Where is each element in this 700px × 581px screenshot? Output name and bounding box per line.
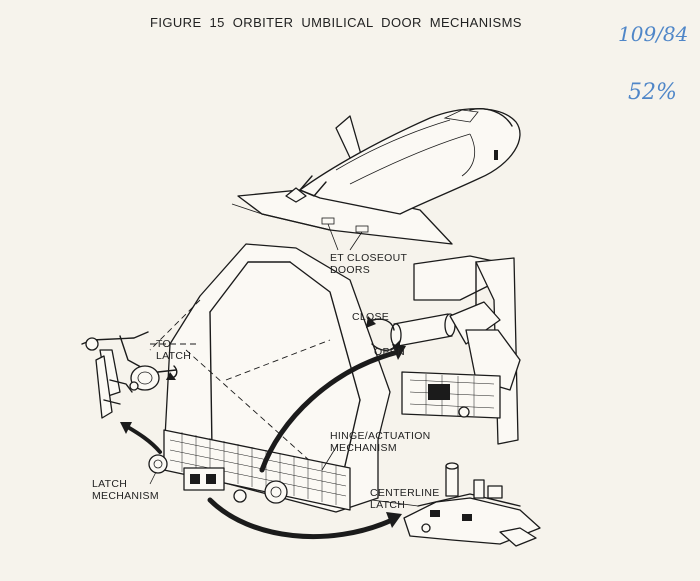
umbilical-door-panel <box>148 243 391 513</box>
centerline-latch-illustration <box>403 462 541 547</box>
label-close: CLOSE <box>352 311 390 323</box>
handwritten-note-top: 109/84 <box>618 22 689 46</box>
label-hinge-actuation-mechanism: HINGE/ACTUATION MECHANISM <box>330 430 431 454</box>
label-et-closeout-doors: ET CLOSEOUT DOORS <box>330 252 408 276</box>
handwritten-note-bottom: 52% <box>628 80 677 105</box>
label-latch-mechanism: LATCH MECHANISM <box>92 478 159 502</box>
hinge-actuator-illustration <box>390 255 521 445</box>
latch-linkage-illustration <box>81 331 177 419</box>
orbiter-illustration <box>231 108 521 245</box>
label-centerline-latch: CENTERLINE LATCH <box>370 487 440 511</box>
label-open: OPEN <box>374 346 405 358</box>
label-to-latch: TO LATCH <box>156 338 192 362</box>
figure-title: FIGURE 15 ORBITER UMBILICAL DOOR MECHANI… <box>150 15 522 30</box>
